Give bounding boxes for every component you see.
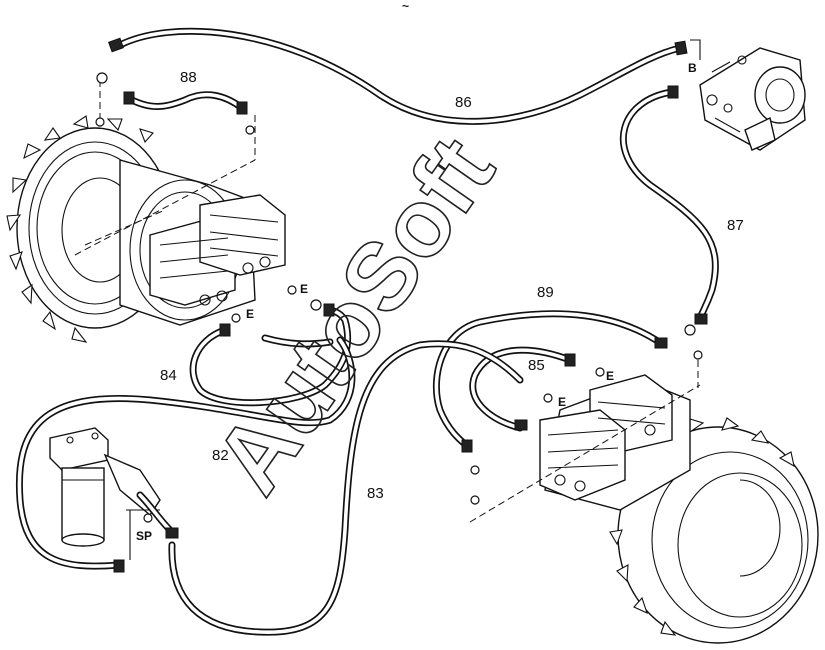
label-87: 87 [727,217,744,234]
port-label-e-right-upper: E [606,369,614,383]
label-83: 83 [367,485,384,502]
port-label-e-left-upper: E [300,282,308,296]
port-label-e-left-lower: E [246,307,254,321]
label-84: 84 [160,367,177,384]
hose-88[interactable] [124,91,246,112]
hose-84[interactable] [189,306,352,407]
label-86: 86 [455,94,472,111]
hose-89[interactable] [432,310,666,449]
label-85: 85 [528,357,545,374]
port-label-e-right-lower: E [558,395,566,409]
top-mark: ~ [402,0,409,13]
hose-82[interactable] [15,336,356,570]
hose-left-connector[interactable] [136,334,334,534]
right-travel-motor [469,360,819,644]
hose-85[interactable] [469,346,574,432]
port-label-sp: SP [136,529,152,543]
label-82: 82 [212,447,229,464]
label-89: 89 [537,284,554,301]
port-label-b: B [688,61,697,75]
left-travel-motor [6,80,286,343]
hose-86[interactable] [116,27,684,125]
hose-83[interactable] [168,340,524,636]
label-88: 88 [180,69,197,86]
hose-fittings [95,37,708,573]
hose-87[interactable] [619,88,719,324]
control-valve-block [690,39,806,151]
return-filter [49,427,161,560]
